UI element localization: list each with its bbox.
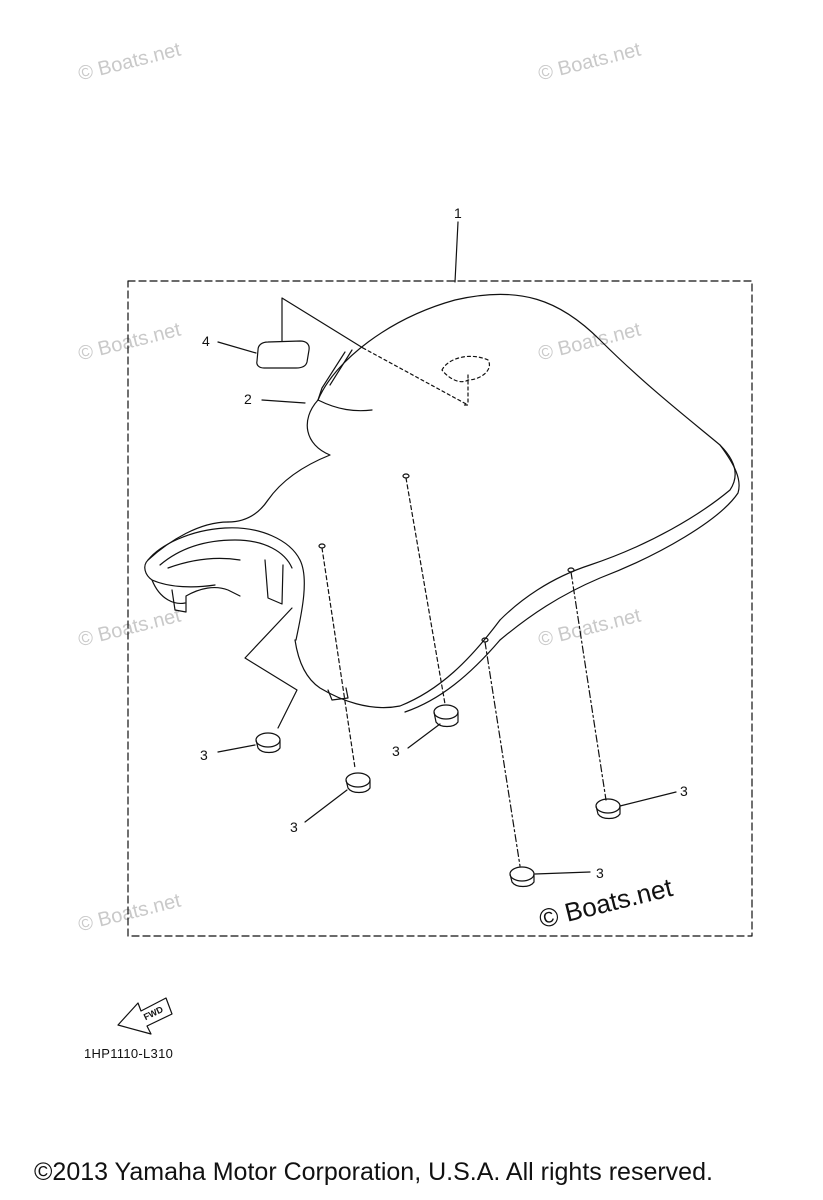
callout-3-c: 3 [392,743,400,759]
callout-3-b: 3 [290,819,298,835]
damper-e [595,798,621,814]
copyright-notice: ©2013 Yamaha Motor Corporation, U.S.A. A… [34,1158,713,1186]
callout-2-leader [261,399,306,404]
fwd-arrow-icon [117,997,173,1035]
callout-2: 2 [244,391,252,407]
damper-c [433,704,459,720]
part-4-leader [281,297,364,349]
part-4-pad [256,340,310,369]
callout-3-e: 3 [680,783,688,799]
assembly-boundary-box [127,280,753,937]
callout-1: 1 [454,205,462,221]
callout-3-d: 3 [596,865,604,881]
callout-4-leader [217,341,257,354]
seat-assembly [144,293,740,713]
diagram-code: 1HP1110-L310 [84,1046,174,1061]
callout-3-a: 3 [200,747,208,763]
pad-recess [441,355,490,383]
damper-a [255,732,281,748]
damper-d [509,866,535,882]
seat-strap [317,349,353,401]
damper-a-leader [244,607,298,729]
callout-4: 4 [202,333,210,349]
damper-b [345,772,371,788]
callout-1-leader [454,221,459,283]
